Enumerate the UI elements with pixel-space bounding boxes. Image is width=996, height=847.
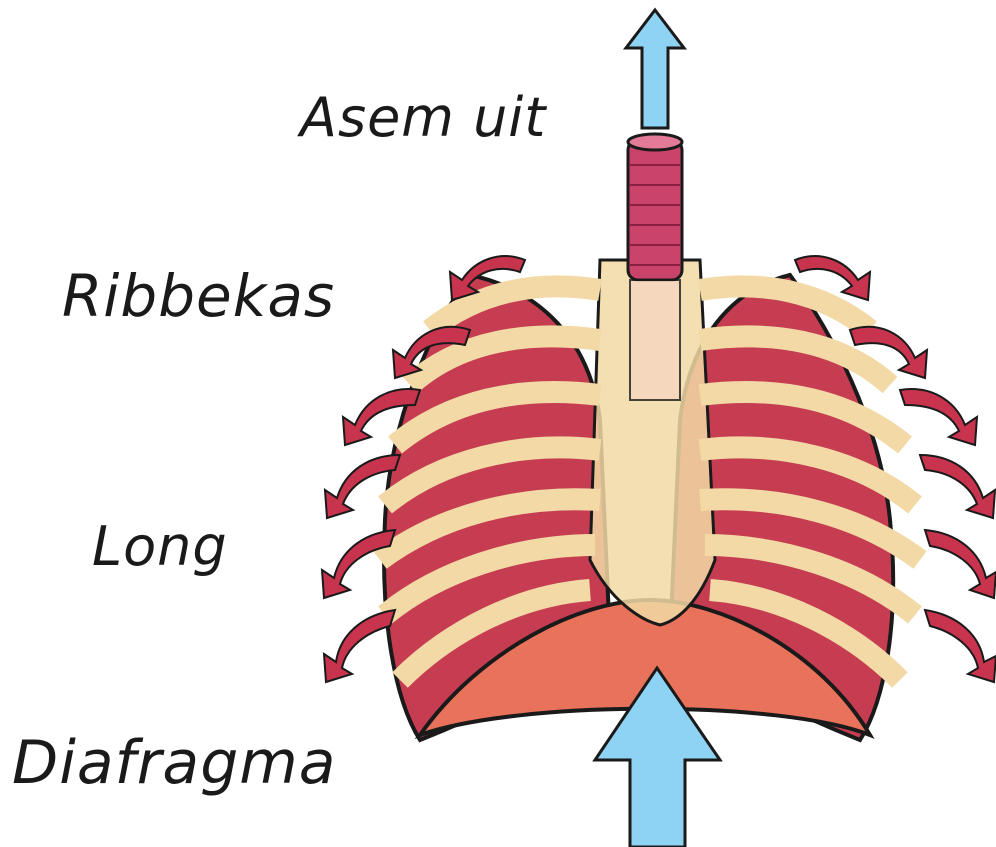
label-ribcage: Ribbekas <box>62 262 335 330</box>
exhale-arrow <box>626 10 684 128</box>
label-exhale: Asem uit <box>300 86 546 149</box>
trachea <box>628 134 682 400</box>
label-diaphragm: Diafragma <box>12 728 337 798</box>
label-lung: Long <box>92 515 228 578</box>
